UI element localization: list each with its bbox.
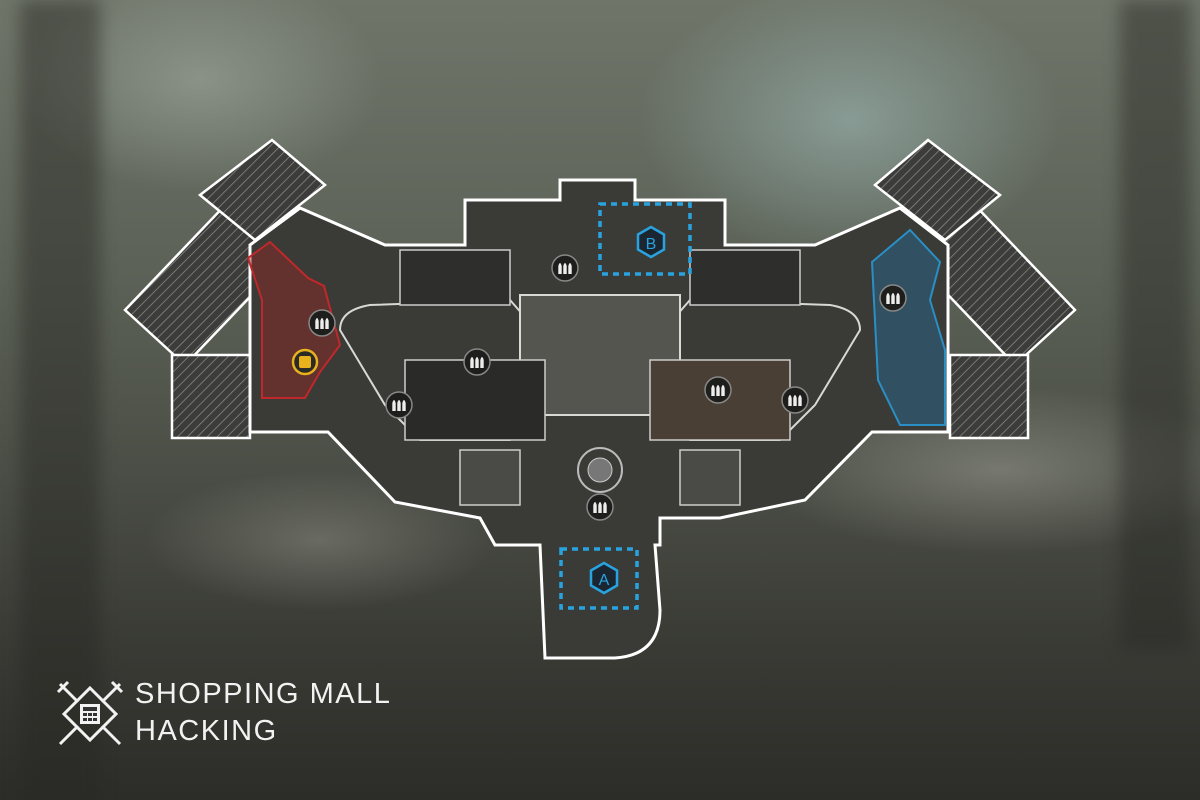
fountain	[577, 447, 623, 493]
map-name: SHOPPING MALL	[135, 678, 392, 710]
room	[399, 249, 511, 306]
right-wing	[873, 138, 1077, 440]
ammo-bullets-icon	[704, 376, 732, 404]
blue-team-zone	[870, 228, 946, 426]
objective-zone-a	[559, 547, 639, 610]
hacking-mode-icon	[56, 680, 124, 746]
hexagon-objective-icon	[636, 225, 666, 259]
ammo-bullets-icon	[308, 309, 336, 337]
ammo-bullets-icon	[463, 348, 491, 376]
background-pillar	[20, 0, 100, 800]
hexagon-objective-icon	[589, 561, 619, 595]
svg-text:B: B	[646, 236, 657, 253]
objective-zone-b	[598, 202, 692, 276]
svg-text:A: A	[599, 572, 610, 589]
game-mode: HACKING	[135, 715, 278, 747]
map-title: SHOPPING MALL HACKING	[135, 676, 391, 750]
room	[689, 249, 801, 306]
vehicle-spawn-icon	[291, 348, 319, 376]
background-pillar	[1120, 0, 1190, 650]
ammo-bullets-icon	[385, 391, 413, 419]
left-wing	[123, 138, 327, 440]
objective-b-marker[interactable]: B	[636, 225, 666, 259]
room	[679, 449, 741, 506]
ammo-bullets-icon	[586, 493, 614, 521]
room	[459, 449, 521, 506]
ammo-bullets-icon	[781, 386, 809, 414]
ammo-bullets-icon	[551, 254, 579, 282]
ammo-bullets-icon	[879, 284, 907, 312]
objective-a-marker[interactable]: A	[589, 561, 619, 595]
